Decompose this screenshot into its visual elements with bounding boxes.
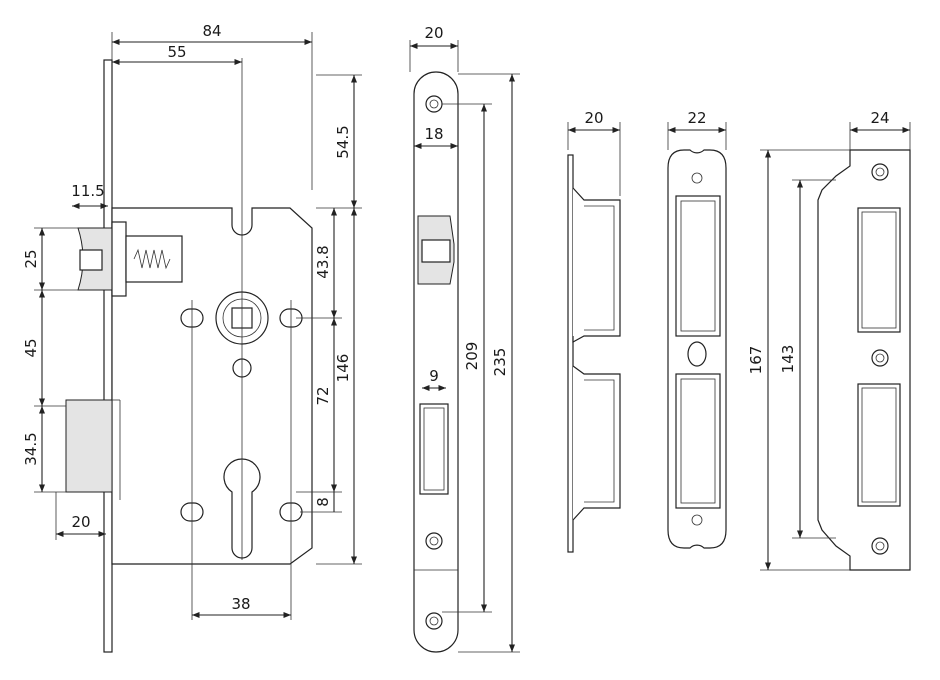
latch-spindle-pin — [79, 249, 103, 271]
faceplate-latch-face — [421, 239, 451, 263]
strike-plate-view — [667, 149, 727, 549]
dim-spindle-to-cylinder: 72 — [314, 386, 332, 405]
dim-body-width: 84 — [202, 22, 221, 40]
strike-box-lower-pocket — [572, 365, 621, 521]
long-strike-screw-top — [871, 163, 889, 181]
long-strike-bolt-opening — [857, 383, 901, 507]
strike-box-dimensions: 20 — [567, 109, 621, 196]
dim-long-strike-width: 24 — [870, 109, 889, 127]
faceplate-view — [413, 71, 459, 653]
dim-strike-box-depth: 20 — [584, 109, 603, 127]
faceplate-bolt-window — [419, 403, 449, 495]
dim-body-height: 146 — [334, 354, 352, 383]
dead-bolt — [65, 399, 113, 493]
long-strike-latch-opening — [857, 207, 901, 333]
strike-box-view — [567, 154, 621, 553]
dim-bolt-projection: 20 — [71, 513, 90, 531]
long-strike-view — [817, 149, 911, 571]
faceplate-dimensions: 20 18 9 209 235 — [409, 24, 520, 653]
strike-plate-dimensions: 22 — [667, 109, 727, 150]
dim-fixing-centers: 38 — [231, 595, 250, 613]
latch-tail — [125, 235, 183, 283]
long-strike-screw-middle — [871, 349, 889, 367]
dim-faceplate-height: 235 — [491, 348, 509, 377]
faceplate-screw-middle — [425, 532, 443, 550]
strike-plate-screw-slot — [687, 341, 707, 367]
strike-plate-screw-top — [691, 172, 703, 184]
dim-latch-to-bolt: 45 — [22, 338, 40, 357]
dim-long-strike-height: 167 — [747, 346, 765, 375]
dim-faceplate-fixing-centers: 209 — [463, 342, 481, 371]
dim-strike-plate-width: 22 — [687, 109, 706, 127]
long-strike-dimensions: 24 167 143 — [747, 109, 911, 571]
dim-faceplate-to-body: 54.5 — [334, 125, 352, 158]
strike-box-upper-pocket — [572, 187, 621, 344]
lock-body-view — [65, 58, 313, 653]
lock-faceplate-edge — [103, 59, 113, 653]
dim-spindle-to-body-top: 43.8 — [314, 245, 332, 278]
latch-spring — [133, 248, 171, 270]
lock-case-outline — [111, 207, 313, 565]
strike-box-plate — [567, 154, 574, 553]
dim-latch-projection: 11.5 — [71, 182, 104, 200]
dim-long-strike-fixing-centers: 143 — [779, 345, 797, 374]
dim-backset: 55 — [167, 43, 186, 61]
dim-latch-height: 25 — [22, 249, 40, 268]
dim-faceplate-inner-width: 18 — [424, 125, 443, 143]
lock-body-dimensions: 84 55 54.5 11.5 25 45 34.5 20 43.8 72 8 — [22, 22, 362, 619]
faceplate-screw-top — [425, 95, 443, 113]
dim-cylinder-offset: 8 — [314, 497, 332, 507]
dim-faceplate-width: 20 — [424, 24, 443, 42]
strike-plate-bolt-opening — [675, 373, 721, 509]
faceplate-outline — [413, 71, 459, 653]
long-strike-screw-bottom — [871, 537, 889, 555]
dim-bolt-slot-width: 9 — [429, 367, 439, 385]
faceplate-screw-bottom — [425, 612, 443, 630]
dim-bolt-height: 34.5 — [22, 432, 40, 465]
strike-plate-screw-bottom — [691, 514, 703, 526]
latch-spring-housing — [111, 221, 127, 297]
strike-plate-latch-opening — [675, 195, 721, 337]
